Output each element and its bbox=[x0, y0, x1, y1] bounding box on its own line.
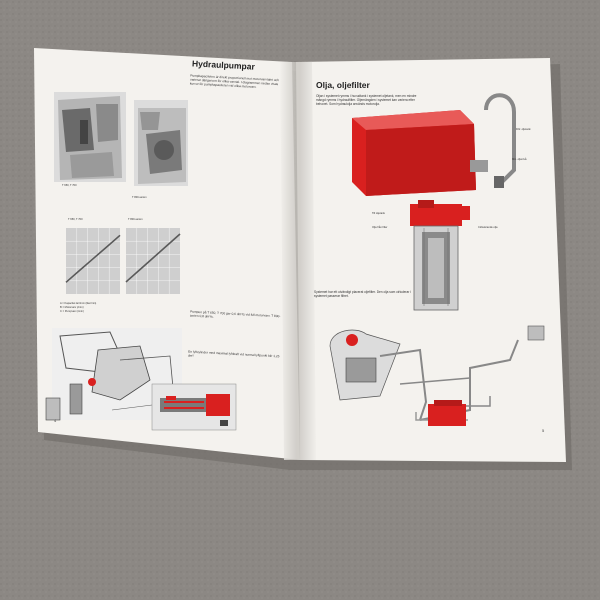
right-body-text-2: Systemet har ett utvändigt placerat olje… bbox=[314, 290, 411, 298]
engine-photo-1 bbox=[54, 92, 126, 182]
chart-1-line bbox=[65, 234, 121, 283]
tank-label-1: Filtr. oljetank bbox=[516, 128, 531, 131]
chart-2-line bbox=[125, 233, 181, 283]
chart-label-2: T 800-serien bbox=[128, 218, 143, 221]
chart-1 bbox=[65, 228, 121, 294]
chart-legend-b: B = Motorvarv (/min) bbox=[60, 306, 84, 309]
hydraulic-system-schematic bbox=[329, 325, 545, 426]
chart-2 bbox=[125, 228, 181, 294]
tank-label-2: Min. oljenivå bbox=[512, 158, 527, 161]
chart-1-series-line bbox=[65, 234, 121, 283]
right-page-title: Olja, oljefilter bbox=[316, 80, 370, 90]
photo-label-2: T 800-serien bbox=[132, 196, 147, 199]
photo-label-1: T 650, T 700 bbox=[62, 184, 77, 187]
pump-cutaway bbox=[151, 383, 237, 431]
chart-label-1: T 650, T 700 bbox=[68, 218, 83, 221]
chart-legend-c: C = Pumpvarv (/min) bbox=[60, 310, 84, 313]
left-page-number: 4 bbox=[54, 418, 57, 423]
chart-2-series-line bbox=[125, 233, 181, 283]
chart-legend-a: A = Kapacitet lar²/min (liter/min) bbox=[60, 302, 97, 305]
right-page-number: 5 bbox=[542, 428, 545, 433]
right-body-text-1: Oljan i systemet rymms i huvudtank i sys… bbox=[316, 94, 417, 106]
filter-label-3: Cirkulerande olja bbox=[478, 226, 498, 229]
chart-1-grid bbox=[66, 228, 120, 294]
filter-label-2: Olja från filter bbox=[372, 226, 388, 229]
oil-filter bbox=[410, 200, 470, 311]
oil-tank bbox=[352, 93, 516, 196]
filter-label-1: Till oljetank bbox=[372, 212, 385, 215]
gutter-shadow bbox=[280, 62, 316, 460]
engine-photo-2 bbox=[134, 100, 188, 186]
